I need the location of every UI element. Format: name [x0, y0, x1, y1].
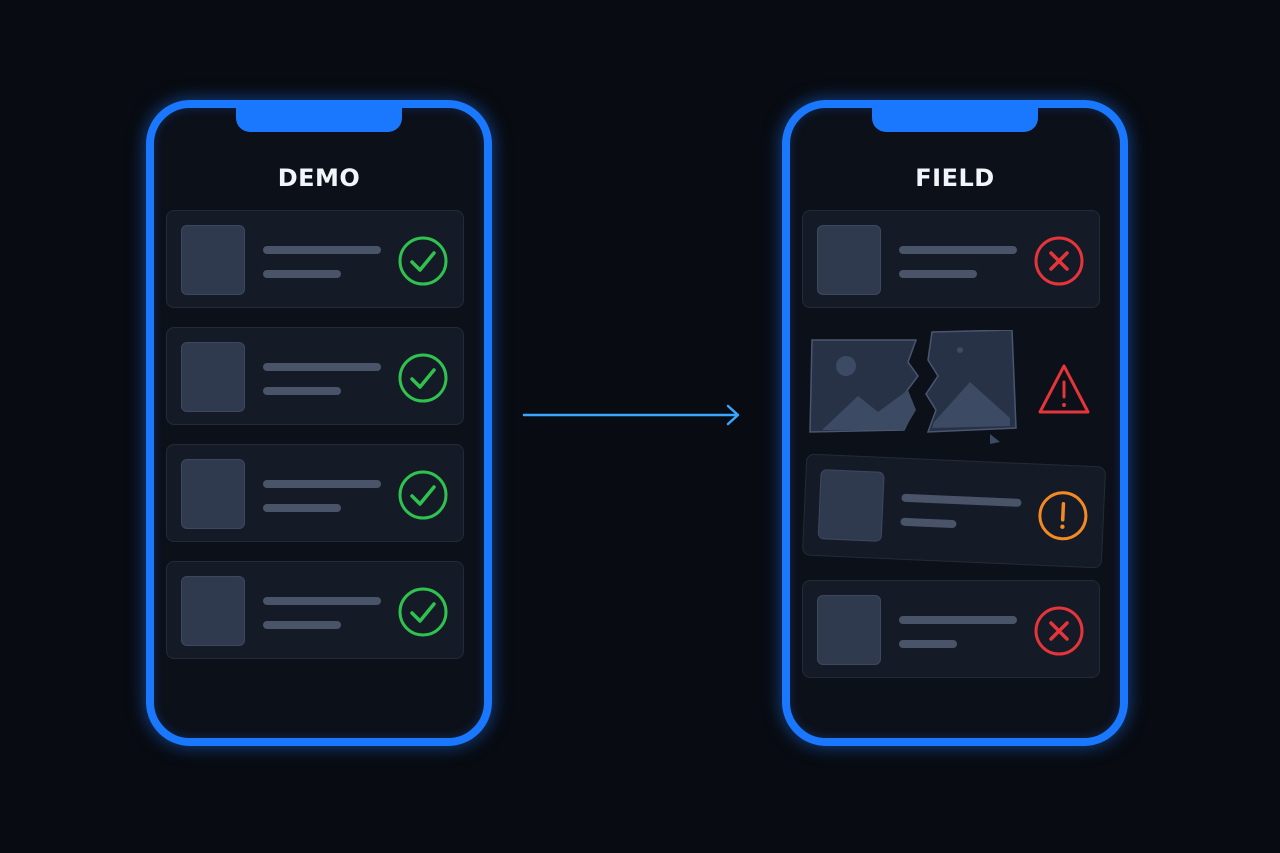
- thumbnail-placeholder: [181, 576, 245, 646]
- list-item[interactable]: [166, 444, 464, 542]
- phone-notch: [872, 106, 1038, 132]
- field-title: FIELD: [915, 164, 995, 192]
- text-line-placeholder: [263, 480, 381, 488]
- thumbnail-placeholder: [181, 225, 245, 295]
- broken-image-icon: [809, 329, 1090, 444]
- demo-phone: DEMO: [146, 100, 492, 746]
- exclamation-circle-icon: [1038, 491, 1088, 541]
- list-item[interactable]: [166, 210, 464, 308]
- check-circle-icon: [398, 587, 448, 637]
- thumbnail-placeholder: [817, 469, 885, 542]
- thumbnail-placeholder: [817, 225, 881, 295]
- text-line-placeholder: [263, 621, 341, 629]
- check-circle-icon: [398, 353, 448, 403]
- list-item[interactable]: [802, 210, 1100, 308]
- text-line-placeholder: [900, 517, 957, 529]
- text-line-placeholder: [899, 640, 957, 648]
- list-item[interactable]: [166, 561, 464, 659]
- list-item[interactable]: [166, 327, 464, 425]
- check-circle-icon: [398, 470, 448, 520]
- thumbnail-placeholder: [181, 342, 245, 412]
- text-line-placeholder: [263, 270, 341, 278]
- text-line-placeholder: [263, 387, 341, 395]
- phone-notch: [236, 106, 402, 132]
- broken-image-item[interactable]: [804, 329, 1104, 445]
- text-line-placeholder: [263, 504, 341, 512]
- list-item[interactable]: [801, 453, 1107, 569]
- field-phone: FIELD: [782, 100, 1128, 746]
- check-circle-icon: [398, 236, 448, 286]
- demo-title: DEMO: [277, 164, 361, 192]
- thumbnail-placeholder: [817, 595, 881, 665]
- list-item[interactable]: [802, 580, 1100, 678]
- text-line-placeholder: [899, 616, 1017, 624]
- thumbnail-placeholder: [181, 459, 245, 529]
- text-line-placeholder: [263, 363, 381, 371]
- text-line-placeholder: [263, 246, 381, 254]
- arrow-right-icon: [522, 404, 740, 426]
- text-line-placeholder: [899, 246, 1017, 254]
- text-line-placeholder: [899, 270, 977, 278]
- text-line-placeholder: [901, 493, 1022, 507]
- x-circle-icon: [1034, 606, 1084, 656]
- x-circle-icon: [1034, 236, 1084, 286]
- text-line-placeholder: [263, 597, 381, 605]
